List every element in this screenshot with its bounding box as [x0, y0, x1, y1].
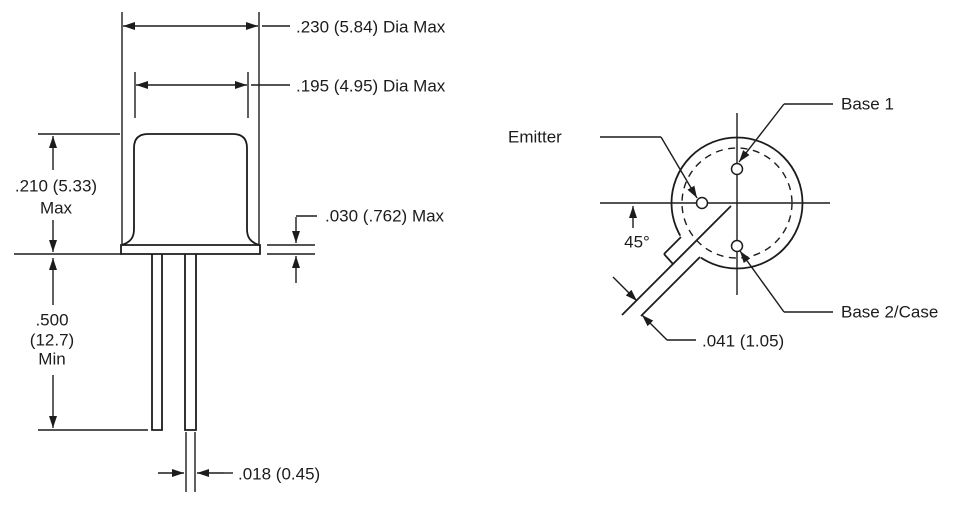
- leader-arrow: [738, 103, 785, 163]
- dim-tab-angle-label: 45°: [624, 233, 650, 252]
- dim-lead-length-mm-label: (12.7): [30, 331, 74, 350]
- leader-arrow: [739, 250, 785, 313]
- can-flange: [120, 244, 261, 255]
- dim-cap-diameter-label: .195 (4.95) Dia Max: [296, 77, 446, 96]
- dim-cap-diameter: .195 (4.95) Dia Max: [136, 77, 446, 96]
- dim-tab-width-label: .041 (1.05): [702, 332, 784, 351]
- index-tab: [621, 205, 732, 317]
- dim-lead-length-in-label: .500: [35, 311, 68, 330]
- leader-arrow: [641, 314, 668, 341]
- tab-upper-edge: [621, 205, 732, 316]
- base2-label: Base 2/Case: [841, 303, 938, 322]
- dim-tab-width: .041 (1.05): [612, 276, 784, 351]
- emitter-pin: [695, 196, 709, 210]
- base2-pin: [730, 239, 744, 253]
- dim-flange-thickness: .030 (.762) Max: [267, 207, 445, 283]
- dim-lead-diameter-label: .018 (0.45): [238, 465, 320, 484]
- dim-body-height-label: .210 (5.33): [15, 177, 97, 196]
- base2-callout: Base 2/Case: [739, 250, 938, 322]
- dim-arrow: [612, 276, 638, 302]
- base1-pin: [730, 162, 744, 176]
- dim-tab-angle: 45°: [624, 206, 650, 252]
- base1-callout: Base 1: [738, 95, 894, 163]
- dim-lead-length-qualifier-label: Min: [38, 350, 65, 369]
- leader-arrow: [660, 136, 698, 199]
- lead-right: [184, 254, 197, 431]
- dim-body-height-qualifier-label: Max: [40, 199, 73, 218]
- can-cap-outline: [121, 133, 260, 246]
- dim-outer-diameter: .230 (5.84) Dia Max: [123, 18, 446, 37]
- emitter-label: Emitter: [508, 128, 562, 147]
- dim-outer-diameter-label: .230 (5.84) Dia Max: [296, 18, 446, 37]
- dim-lead-diameter: .018 (0.45): [158, 432, 320, 492]
- lead-left: [151, 254, 163, 431]
- dim-body-height: .210 (5.33) Max: [15, 133, 120, 252]
- side-view: .230 (5.84) Dia Max .195 (4.95) Dia Max …: [14, 12, 446, 492]
- dim-lead-length: .500 (12.7) Min: [14, 253, 148, 431]
- base1-label: Base 1: [841, 95, 894, 114]
- bottom-view: Emitter Base 1 Base 2/Case 45° .041 (1.0…: [508, 95, 938, 351]
- tab-stub-edge: [663, 236, 682, 255]
- dim-flange-thickness-label: .030 (.762) Max: [325, 207, 445, 226]
- tab-step-edge: [663, 253, 674, 265]
- emitter-callout: Emitter: [508, 128, 698, 199]
- tab-lower-edge: [640, 256, 701, 317]
